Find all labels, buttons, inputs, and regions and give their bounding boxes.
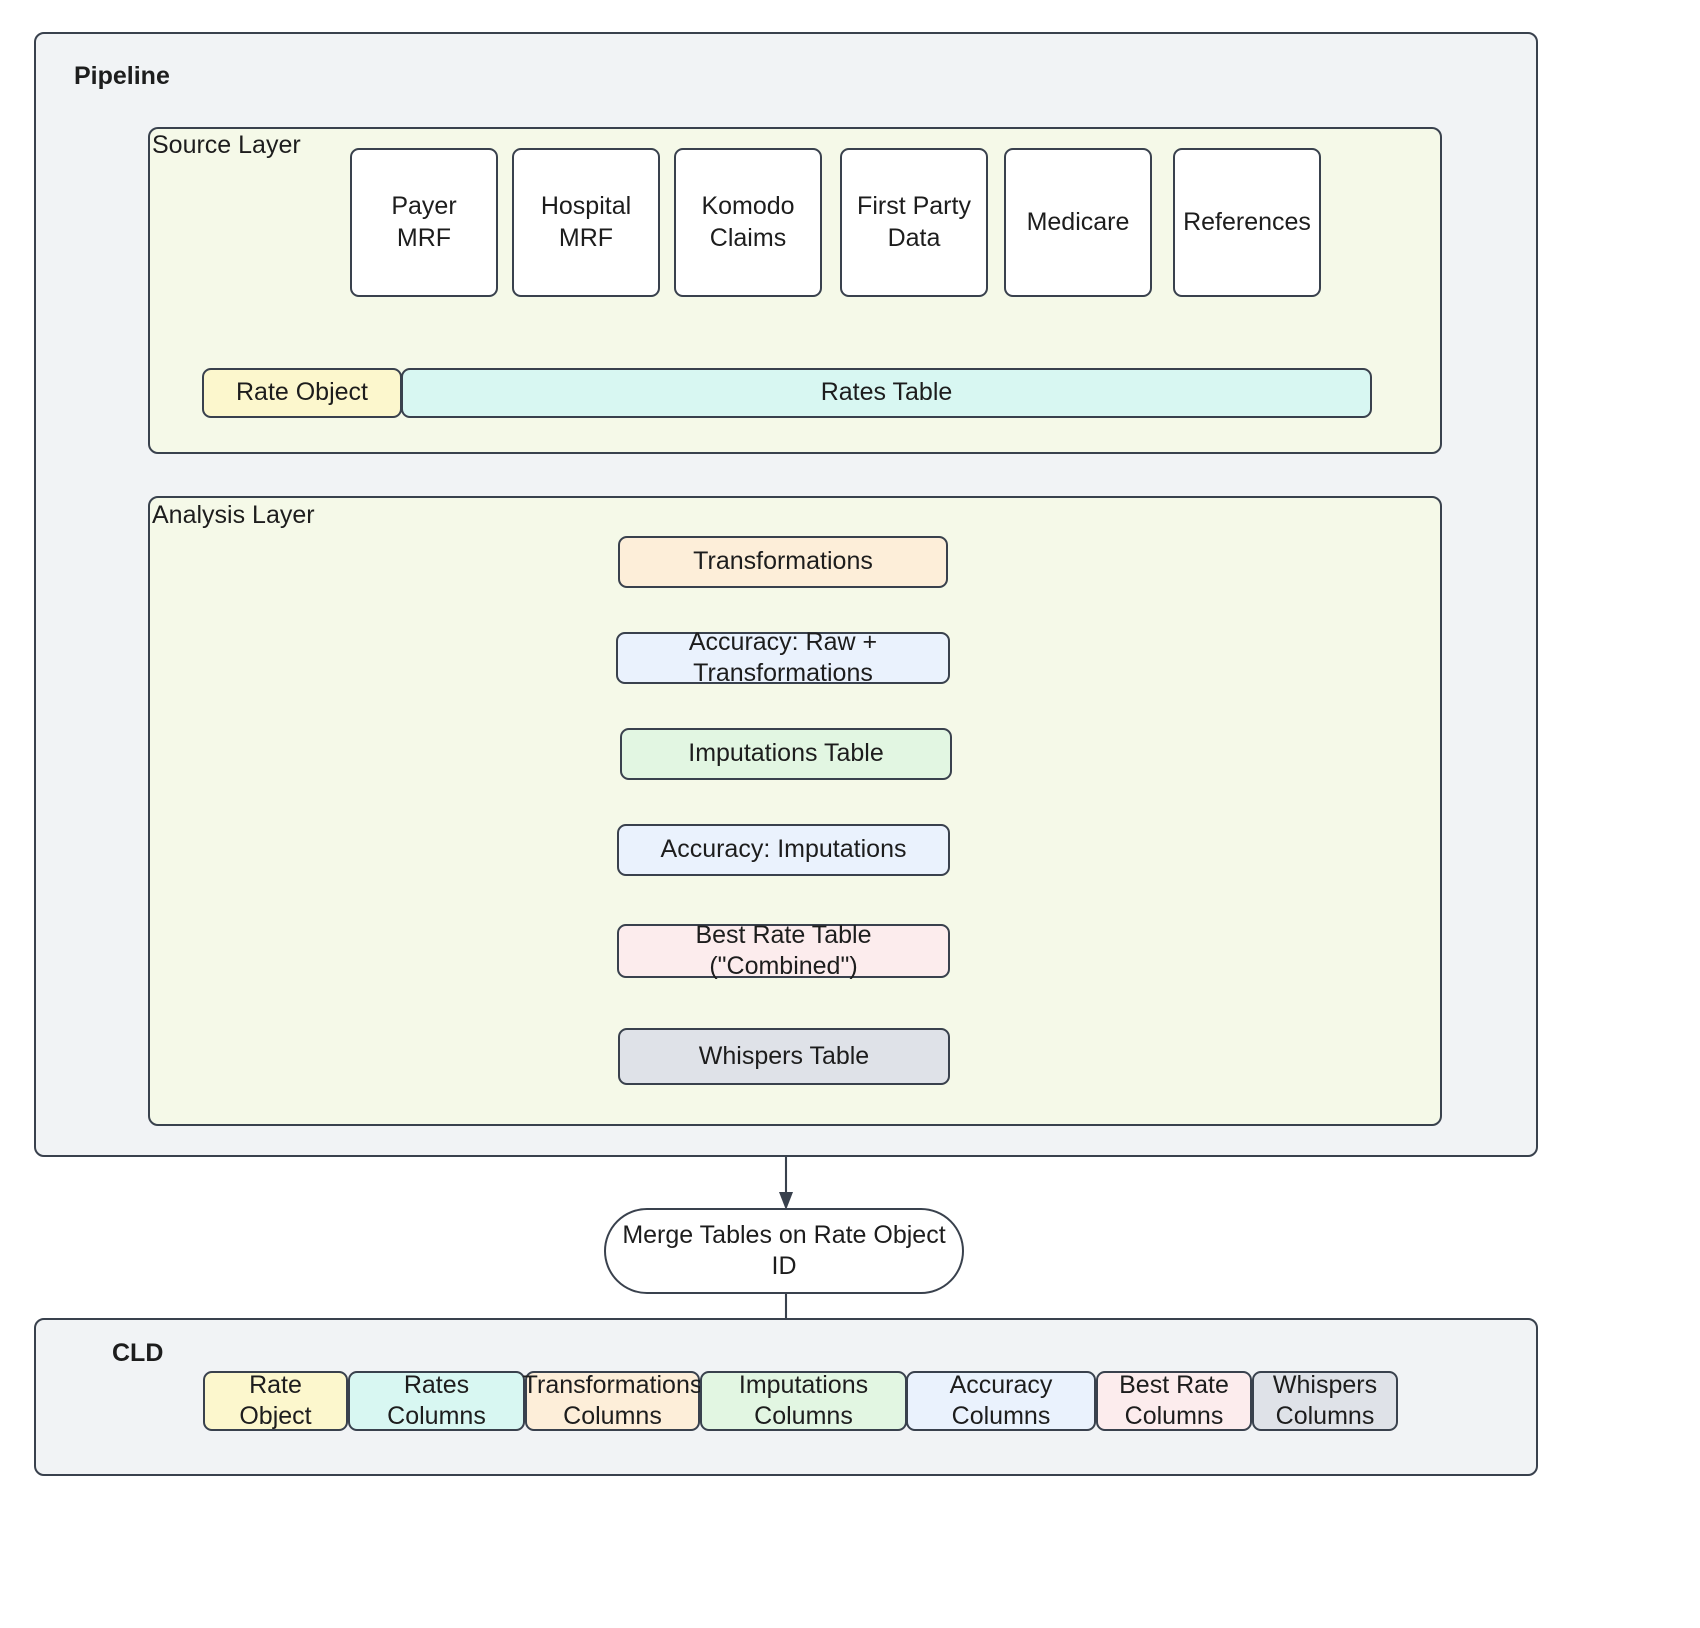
merge-tables-node[interactable]: Merge Tables on Rate Object ID: [604, 1208, 964, 1294]
cld-cluster-label: CLD: [112, 1339, 164, 1367]
cld-column-accuracy-columns[interactable]: Accuracy Columns: [906, 1371, 1096, 1431]
analysis-node-imputations-table[interactable]: Imputations Table: [620, 728, 952, 780]
source-node-first-party-data[interactable]: First Party Data: [840, 148, 988, 297]
source-node-hospital-mrf[interactable]: Hospital MRF: [512, 148, 660, 297]
analysis-layer-label: Analysis Layer: [152, 501, 315, 529]
analysis-node-transformations[interactable]: Transformations: [618, 536, 948, 588]
source-node-medicare[interactable]: Medicare: [1004, 148, 1152, 297]
source-node-references[interactable]: References: [1173, 148, 1321, 297]
rates-table-node[interactable]: Rates Table: [401, 368, 1372, 418]
pipeline-cluster-label: Pipeline: [74, 62, 170, 90]
rate-object-node[interactable]: Rate Object: [202, 368, 402, 418]
cld-column-rates-columns[interactable]: Rates Columns: [348, 1371, 525, 1431]
cld-column-whispers-columns[interactable]: Whispers Columns: [1252, 1371, 1398, 1431]
cld-column-imputations-columns[interactable]: Imputations Columns: [700, 1371, 907, 1431]
cld-column-transformations-columns[interactable]: Transformations Columns: [522, 1370, 703, 1431]
analysis-node-whispers-table[interactable]: Whispers Table: [618, 1028, 950, 1085]
source-node-komodo-claims[interactable]: Komodo Claims: [674, 148, 822, 297]
cld-column-rate-object[interactable]: Rate Object: [203, 1371, 348, 1431]
source-node-payer-mrf[interactable]: Payer MRF: [350, 148, 498, 297]
analysis-node-best-rate-table[interactable]: Best Rate Table ("Combined"): [617, 921, 950, 980]
analysis-layer-cluster: [148, 496, 1442, 1126]
analysis-node-accuracy-raw-transformations[interactable]: Accuracy: Raw + Transformations: [616, 628, 950, 687]
source-layer-label: Source Layer: [152, 131, 301, 159]
cld-column-best-rate-columns[interactable]: Best Rate Columns: [1096, 1371, 1252, 1431]
analysis-node-accuracy-imputations[interactable]: Accuracy: Imputations: [617, 824, 950, 876]
